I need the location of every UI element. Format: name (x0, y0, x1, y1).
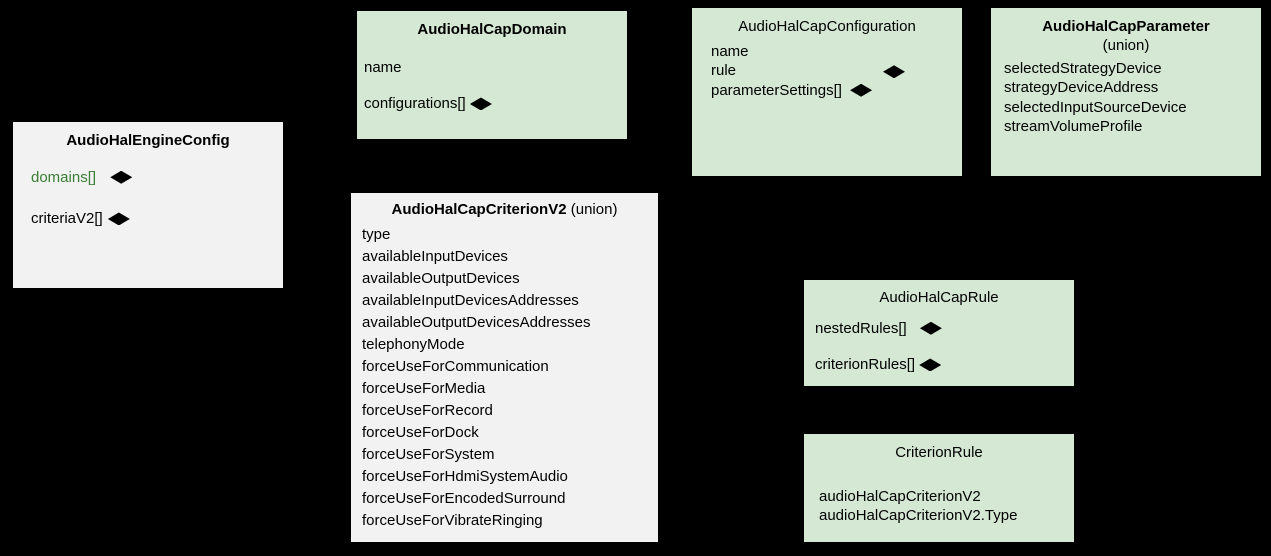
attribute-nested-rules[interactable]: nestedRules[] (815, 320, 1074, 338)
attribute-name: name (364, 59, 627, 77)
attribute-force-use-for-communication: forceUseForCommunication (362, 358, 549, 376)
attribute-stream-volume-profile: streamVolumeProfile (1004, 118, 1143, 135)
class-title-audio-hal-cap-criterion-v2: AudioHalCapCriterionV2 (union) (351, 201, 658, 220)
attribute-label: configurations[] (364, 95, 466, 113)
attribute-telephony-mode: telephonyMode (362, 335, 465, 353)
attribute-label: parameterSettings[] (711, 81, 842, 99)
composition-diamond-icon (919, 358, 942, 372)
attribute-label: name (711, 42, 749, 60)
attribute-available-output-devices-addresses: availableOutputDevicesAddresses (362, 313, 591, 331)
attribute-label: domains[] (31, 168, 97, 186)
attribute-list-audio-hal-cap-configuration: name rule parameterSettings[] (692, 42, 962, 101)
attribute-list-audio-hal-engine-config: domains[] criteriaV2[] (13, 169, 283, 228)
attribute-force-use-for-system: forceUseForSystem (362, 446, 495, 464)
attribute-list-criterion-rule: audioHalCapCriterionV2 audioHalCapCriter… (804, 487, 1074, 526)
attribute-criteriav2[interactable]: criteriaV2[] (31, 210, 283, 228)
attribute-audio-hal-cap-criterion-v2: audioHalCapCriterionV2 (819, 487, 981, 505)
class-title-audio-hal-cap-parameter: AudioHalCapParameter (1042, 18, 1210, 35)
attribute-force-use-for-hdmi-system-audio: forceUseForHdmiSystemAudio (362, 468, 568, 486)
class-box-audio-hal-cap-domain[interactable]: AudioHalCapDomain name configurations[] (357, 11, 627, 139)
attribute-label: criterionRules[] (815, 356, 916, 374)
composition-diamond-icon (850, 83, 873, 97)
class-box-audio-hal-engine-config[interactable]: AudioHalEngineConfig domains[] criteriaV… (13, 122, 283, 288)
class-box-audio-hal-cap-configuration[interactable]: AudioHalCapConfiguration name rule param… (692, 8, 962, 176)
attribute-available-input-devices: availableInputDevices (362, 247, 508, 265)
class-title-audio-hal-cap-domain: AudioHalCapDomain (417, 21, 567, 38)
attribute-name: name (711, 42, 962, 62)
composition-diamond-icon (469, 97, 492, 111)
attribute-strategy-device-address: strategyDeviceAddress (1004, 79, 1159, 96)
class-title-audio-hal-cap-rule: AudioHalCapRule (879, 289, 999, 306)
attribute-selected-strategy-device: selectedStrategyDevice (1004, 59, 1162, 77)
attribute-list-audio-hal-cap-criterion-v2: type availableInputDevices availableOutp… (351, 224, 658, 533)
class-subtitle-audio-hal-cap-parameter: (union) (1102, 36, 1150, 54)
attribute-audio-hal-cap-criterion-v2-type: audioHalCapCriterionV2.Type (819, 507, 1018, 525)
composition-diamond-icon (919, 321, 942, 335)
class-title-audio-hal-engine-config: AudioHalEngineConfig (66, 132, 230, 149)
attribute-available-input-devices-addresses: availableInputDevicesAddresses (362, 291, 579, 309)
attribute-configurations[interactable]: configurations[] (364, 95, 627, 113)
attribute-label: name (364, 58, 402, 76)
class-box-audio-hal-cap-parameter[interactable]: AudioHalCapParameter (union) selectedStr… (991, 8, 1261, 176)
class-union-marker: (union) (570, 201, 618, 218)
class-box-criterion-rule[interactable]: CriterionRule audioHalCapCriterionV2 aud… (804, 434, 1074, 542)
attribute-domains[interactable]: domains[] (31, 169, 283, 187)
class-title-audio-hal-cap-configuration: AudioHalCapConfiguration (738, 18, 916, 35)
class-title-text: AudioHalCapCriterionV2 (391, 201, 567, 218)
attribute-force-use-for-vibrate-ringing: forceUseForVibrateRinging (362, 512, 543, 530)
composition-diamond-icon (883, 65, 905, 79)
attribute-force-use-for-media: forceUseForMedia (362, 380, 486, 398)
attribute-parametersettings[interactable]: parameterSettings[] (711, 81, 962, 101)
attribute-force-use-for-dock: forceUseForDock (362, 424, 479, 442)
attribute-available-output-devices: availableOutputDevices (362, 269, 520, 287)
class-box-audio-hal-cap-criterion-v2[interactable]: AudioHalCapCriterionV2 (union) type avai… (351, 193, 658, 542)
class-title-criterion-rule: CriterionRule (895, 444, 983, 461)
attribute-criterion-rules[interactable]: criterionRules[] (815, 356, 1074, 374)
attribute-force-use-for-encoded-surround: forceUseForEncodedSurround (362, 490, 566, 508)
attribute-force-use-for-record: forceUseForRecord (362, 402, 493, 420)
attribute-label: criteriaV2[] (31, 210, 103, 228)
class-box-audio-hal-cap-rule[interactable]: AudioHalCapRule nestedRules[] criterionR… (804, 280, 1074, 386)
composition-diamond-icon (110, 170, 133, 184)
attribute-label: nestedRules[] (815, 319, 907, 337)
composition-diamond-icon (107, 212, 130, 226)
attribute-selected-input-source-device: selectedInputSourceDevice (1004, 98, 1187, 116)
attribute-list-audio-hal-cap-domain: name configurations[] (357, 59, 627, 113)
attribute-type: type (362, 225, 391, 243)
attribute-label: rule (711, 62, 737, 80)
attribute-list-audio-hal-cap-parameter: selectedStrategyDevice strategyDeviceAdd… (991, 59, 1261, 137)
attribute-rule[interactable]: rule (711, 61, 962, 81)
attribute-list-audio-hal-cap-rule: nestedRules[] criterionRules[] (804, 320, 1074, 374)
